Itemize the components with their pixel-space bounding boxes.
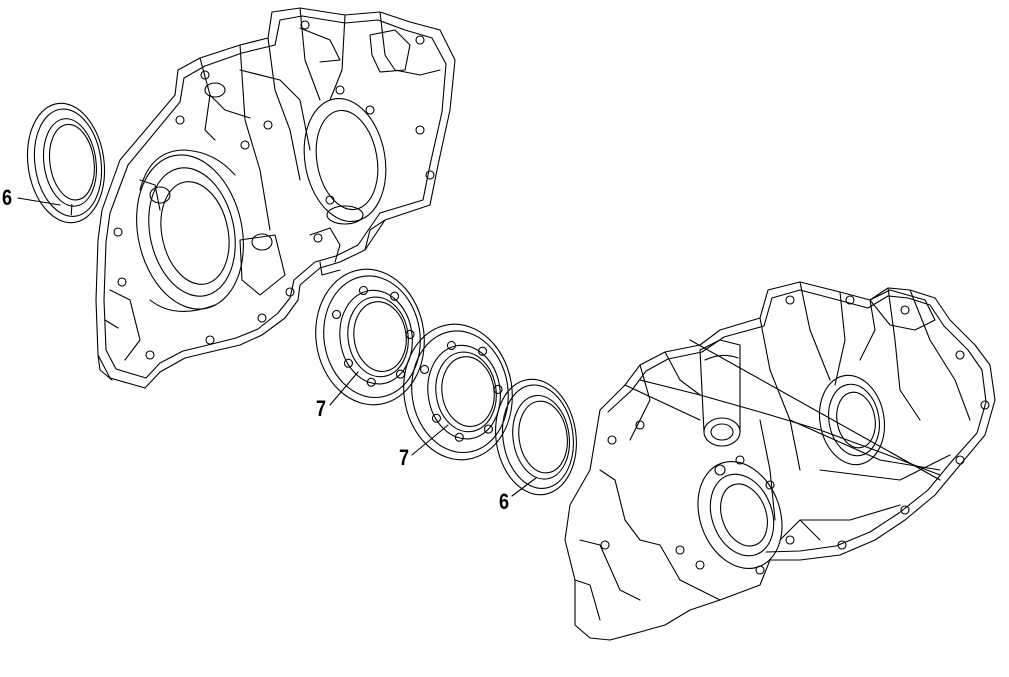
callout-bearing-upper: 7 (316, 396, 327, 421)
ball-bearing-lower (395, 317, 521, 467)
callout-seal-right: 6 (499, 489, 510, 514)
crankcase-half-right (565, 282, 995, 640)
crankcase-half-left (96, 8, 455, 388)
bolt-holes-left (114, 21, 434, 359)
oil-seal-right (488, 374, 583, 500)
callout-bearing-lower: 7 (399, 445, 410, 470)
leader-line-seal-left (18, 198, 60, 205)
leader-line-seal-right (512, 478, 536, 496)
leader-line-bearing-lower (412, 425, 448, 455)
callout-seal-left: 6 (2, 185, 13, 210)
leader-line-bearing-upper (330, 372, 358, 405)
bolt-holes-right (601, 296, 989, 574)
ball-bearing-upper (307, 262, 433, 412)
oil-seal-left (20, 98, 112, 227)
